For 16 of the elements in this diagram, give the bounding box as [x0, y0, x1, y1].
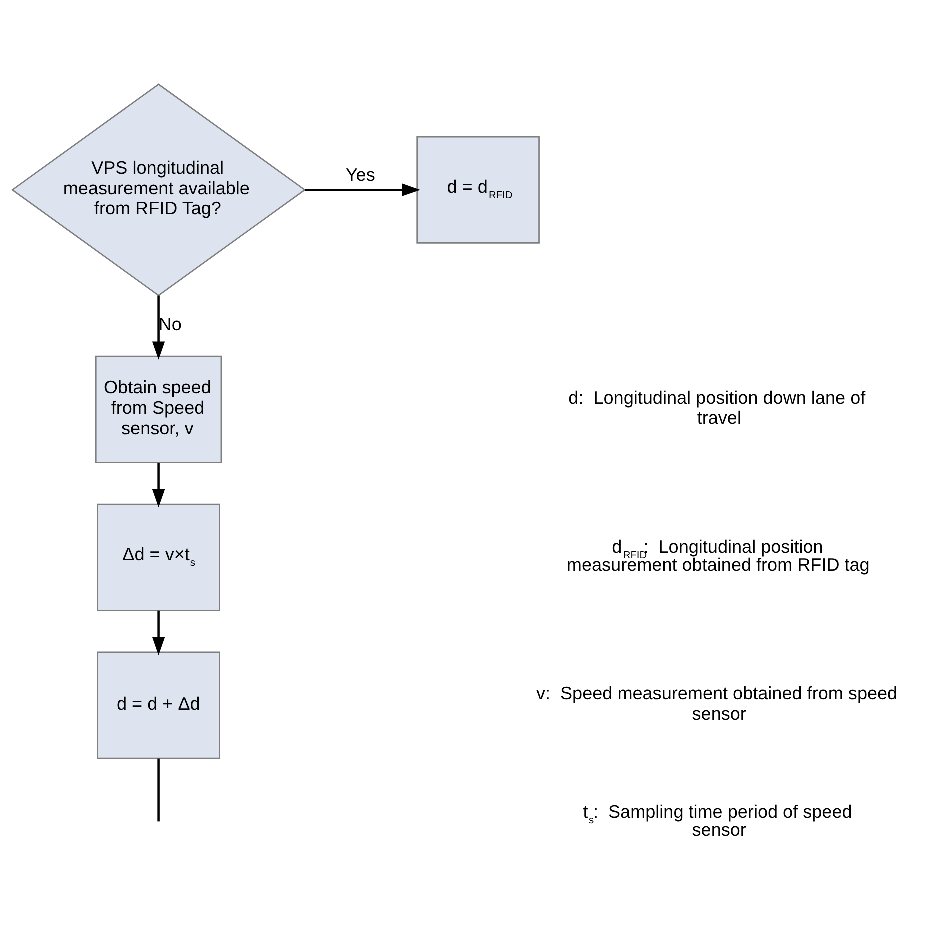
label: d$_{RFID}$: Longitudinal position measurement obtained from RFID tag: [566, 536, 870, 575]
node-box: Obtain speed from Speed sensor, v: [95, 356, 222, 464]
arrow: [152, 462, 166, 508]
edge-label: No: [158, 314, 182, 334]
node-box: Δd = v×t$_{s}$: [97, 504, 220, 612]
label: d: Longitudinal position down lane of travel: [568, 388, 866, 428]
label: t$_{s}$: Sampling time period of speed sensor: [583, 802, 852, 840]
edge-label: Yes: [346, 164, 376, 185]
label: v: Speed measurement obtained from speed sensor: [536, 684, 898, 724]
node-box: d = d + Δd: [97, 652, 220, 760]
node-diamond: VPS longitudinal measurement available from RFID Tag?: [11, 84, 306, 296]
arrow: [152, 296, 166, 360]
arrow: [305, 184, 421, 196]
node-box: d = d$_{RFID}$: [416, 136, 540, 244]
connector: [158, 758, 160, 822]
arrow: [152, 610, 166, 656]
